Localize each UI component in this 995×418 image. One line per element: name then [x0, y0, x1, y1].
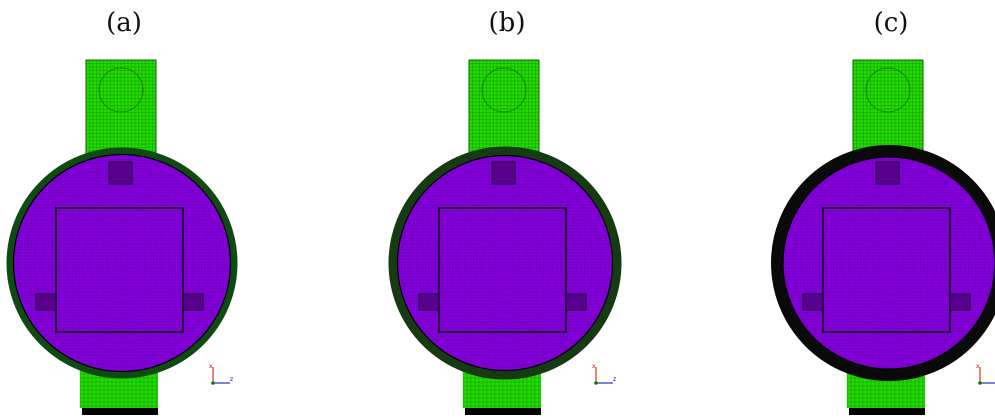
panel-label: (c)	[873, 8, 909, 38]
axis-z-label: z	[230, 376, 233, 383]
ring-inner-edge	[396, 154, 614, 372]
axis-triad: xz	[209, 363, 233, 385]
axis-z-label: z	[613, 376, 616, 383]
ring-inner-edge	[782, 156, 995, 370]
right-feature	[949, 293, 971, 311]
base-bar	[465, 408, 541, 415]
inner-square	[55, 207, 184, 333]
outer-ring	[771, 145, 995, 381]
left-feature	[35, 293, 57, 311]
inner-square	[822, 207, 951, 333]
panel-label: (a)	[106, 8, 142, 38]
axis-x-label: x	[976, 363, 980, 370]
axis-x-label: x	[592, 363, 596, 370]
outer-ring	[6, 147, 238, 379]
panel-c: (c) xz	[771, 0, 995, 418]
ring-inner-edge	[12, 153, 232, 373]
right-feature	[182, 293, 204, 311]
panel-label: (b)	[488, 8, 526, 38]
left-feature	[418, 293, 440, 311]
outer-ring	[388, 146, 622, 380]
top-stem	[852, 59, 924, 161]
mesh-diagram: xz	[388, 59, 622, 415]
axis-triad: xz	[592, 363, 616, 385]
top-feature	[491, 161, 516, 185]
axis-triad: xz	[976, 363, 995, 385]
axis-x-label: x	[209, 363, 213, 370]
mesh-diagram: xz	[6, 59, 238, 415]
base-bar	[849, 408, 925, 415]
right-feature	[565, 293, 587, 311]
base-bar	[82, 408, 158, 415]
inner-square	[438, 207, 567, 333]
top-stem	[468, 59, 540, 161]
mesh-diagram: xz	[771, 59, 995, 415]
top-stem	[85, 59, 157, 161]
top-feature	[108, 161, 133, 185]
left-feature	[802, 293, 824, 311]
disc-mesh	[783, 157, 995, 369]
top-feature	[875, 161, 900, 185]
disc-mesh	[397, 155, 613, 371]
